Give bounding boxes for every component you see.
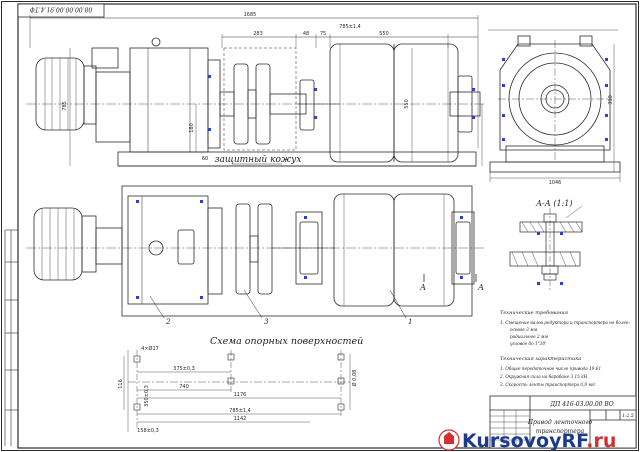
section-aa xyxy=(509,205,583,290)
title-designation: ДП 416-03.00.00 ВО xyxy=(549,401,614,408)
dim-scheme-5: 1142 xyxy=(234,416,247,422)
plan-blue-marks xyxy=(136,200,463,299)
scheme-title: Схема опорных поверхностей xyxy=(210,336,363,347)
watermark-text: KursovoyRF.ru xyxy=(462,430,616,452)
tech-requirements: Технические требования 1. Смещение валов… xyxy=(500,309,630,346)
guard-label: защитный кожух xyxy=(215,155,302,165)
inner-frame xyxy=(17,3,637,449)
dim-top-4: 550 xyxy=(379,31,389,37)
callout-leaders xyxy=(149,289,407,319)
watermark-suffix: .ru xyxy=(586,430,616,452)
dim-scheme-6: 350±0,3 xyxy=(144,385,150,407)
side-view xyxy=(488,29,621,182)
dim-height-small: 60 xyxy=(202,156,208,162)
side-blue-marks xyxy=(502,58,608,141)
tech-spec-item-2: 2. Окружная сила на барабане 3,15 кН xyxy=(499,374,588,379)
dim-side-height: 390 xyxy=(608,95,614,105)
dim-top-3: 75 xyxy=(320,31,326,37)
dim-top-1: 283 xyxy=(253,31,263,37)
tech-specs: Техническая характеристика 1. Общее пере… xyxy=(499,356,601,387)
section-blue-marks xyxy=(537,232,563,285)
title-block xyxy=(489,395,637,449)
tech-spec-item-3: 3. Скорость ленты транспортера 0,9 м/с xyxy=(500,382,596,387)
tech-req-item-2: осевое 3 мм xyxy=(510,327,538,332)
callout-2: 2 xyxy=(165,318,171,326)
dim-overall: 1685 xyxy=(244,12,257,18)
dim-scheme-4: 785±1,4 xyxy=(229,408,251,414)
section-label: А-А (1:1) xyxy=(535,199,572,208)
title-line-2: транспортера xyxy=(536,428,585,435)
dim-scheme-2: 740 xyxy=(179,384,189,390)
front-view xyxy=(26,15,486,167)
watermark-main: KursovoyRF xyxy=(462,430,588,452)
tech-spec-item-1: 1. Общее передаточное число привода 19,6… xyxy=(500,366,601,371)
dim-scheme-8: 158±0,3 xyxy=(137,428,159,434)
dim-height-right: 550 xyxy=(404,99,410,109)
dim-side-width: 1046 xyxy=(549,180,562,186)
dim-scheme-10: Ø 0,08 xyxy=(351,370,358,387)
guard-outline xyxy=(223,47,297,151)
dim-top-2: 48 xyxy=(303,31,309,37)
tech-req-heading: Технические требования xyxy=(500,309,568,316)
scheme-plan xyxy=(123,350,352,432)
designation-box: 08.00.00.00.91.4.ТФ xyxy=(17,3,105,18)
dim-scheme-7: 116 xyxy=(118,379,124,389)
cut-mark-left: А xyxy=(419,283,426,292)
tech-req-item-4: угловое 0о 1°30' xyxy=(509,341,546,346)
tech-spec-heading: Техническая характеристика xyxy=(500,356,581,362)
dim-scheme-9: 4×Ø17 xyxy=(141,345,159,352)
dim-height-left: 785 xyxy=(62,101,68,111)
tech-req-item-3: радиальное 2 мм xyxy=(510,334,549,339)
cut-mark-right: А xyxy=(477,283,484,292)
dim-top-5: 785±1,4 xyxy=(339,24,361,30)
dim-scheme-3: 1176 xyxy=(234,392,247,398)
margin-strip xyxy=(4,229,18,446)
tech-req-item-1: 1. Смещение валов редуктора и транспорте… xyxy=(500,320,630,325)
designation-rotated: 08.00.00.00.91.4.ТФ xyxy=(30,6,92,13)
callout-3: 3 xyxy=(264,318,269,326)
dim-height-mid: 180 xyxy=(189,123,195,133)
front-blue-marks xyxy=(208,75,475,131)
callout-1: 1 xyxy=(408,318,412,326)
plan-view xyxy=(26,185,486,317)
watermark-logo: KursovoyRF.ru xyxy=(438,429,616,452)
dim-scheme-1: 375±0,3 xyxy=(173,366,195,372)
title-sheet-info: 1:2.5 xyxy=(622,413,634,419)
title-line-1: Привод ленточного xyxy=(527,419,593,426)
